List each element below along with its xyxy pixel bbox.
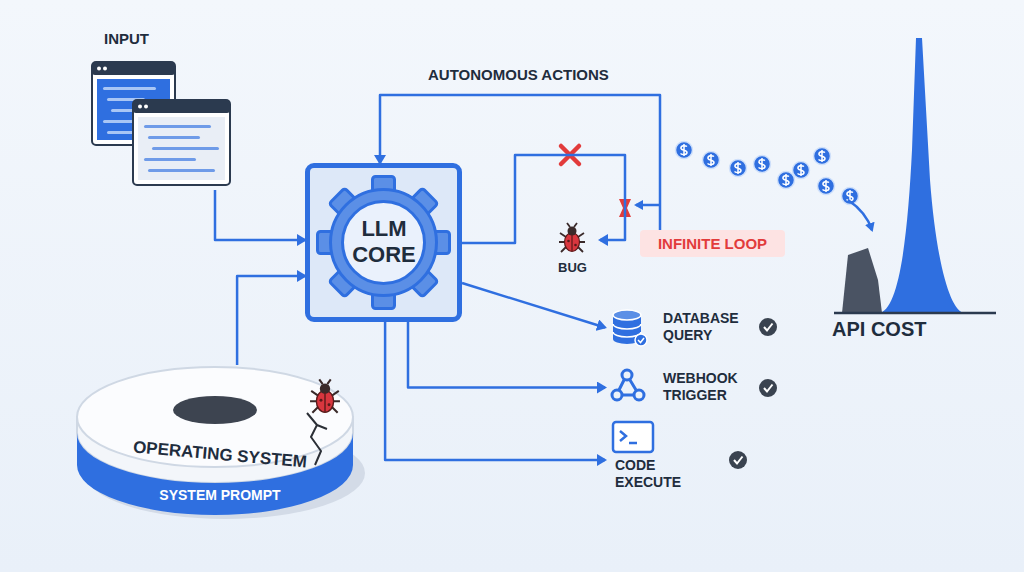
node-label: API COST: [832, 318, 926, 341]
flow-arrow: [462, 155, 625, 243]
success-check: [729, 451, 747, 469]
flow-arrow: [462, 283, 605, 328]
node-label: WEBHOOK TRIGGER: [663, 370, 758, 404]
dollar-coin: [676, 142, 693, 159]
loop-return-arrow: [636, 204, 660, 207]
disk-hole: [173, 396, 257, 424]
flow-arrow: [385, 322, 605, 460]
node-label: INFINITE LOOP: [640, 230, 785, 257]
webhook-action: WEBHOOK TRIGGER: [605, 365, 785, 410]
api-cost-chart-art: [830, 30, 1000, 350]
node-label: SYSTEM PROMPT: [135, 487, 305, 503]
money-flow: [676, 142, 873, 231]
dollar-coin: [818, 178, 835, 195]
loop-alert: INFINITE LOOP: [640, 230, 785, 257]
os-disk: OPERATING SYSTEMSYSTEM PROMPT: [75, 365, 355, 520]
error-cross: [561, 146, 579, 164]
node-label: CODE EXECUTE: [615, 457, 705, 491]
loop-break-marker: [619, 199, 631, 217]
crack: [307, 413, 327, 465]
gear-icon: [318, 177, 450, 309]
dollar-coins: [676, 142, 859, 205]
error-x: [561, 146, 579, 164]
code-action: CODE EXECUTE: [605, 420, 755, 495]
dollar-coin: [814, 148, 831, 165]
node-label: LLM CORE: [344, 216, 424, 268]
node-label: INPUT: [104, 30, 149, 47]
dollar-coin: [730, 160, 747, 177]
success-check: [759, 379, 777, 397]
chart-baseline: [834, 312, 996, 315]
input-windows-art: [90, 30, 235, 190]
dollar-coin: [793, 162, 810, 179]
cost-spike: [878, 38, 965, 313]
flow-arrow: [215, 190, 305, 240]
flow-arrow: [237, 276, 305, 365]
dollar-coin: [703, 152, 720, 169]
api-cost-chart: API COST: [830, 30, 1000, 350]
input-windows: INPUT: [90, 30, 235, 190]
bug-node: BUG: [545, 222, 600, 282]
cost-bar: [842, 248, 882, 313]
edge-label: AUTONOMOUS ACTIONS: [428, 66, 609, 83]
node-label: DATABASE QUERY: [663, 310, 758, 344]
bug-icon: [310, 379, 340, 412]
database-action: DATABASE QUERY: [605, 305, 785, 350]
flow-arrow: [408, 322, 605, 388]
bug-icon: [559, 223, 585, 252]
node-label: BUG: [545, 260, 600, 275]
dollar-coin: [754, 156, 771, 173]
success-check: [759, 318, 777, 336]
dollar-coin: [778, 172, 795, 189]
llm-core-box: LLM CORE: [305, 163, 462, 322]
terminal-icon: [613, 422, 653, 452]
cost-arrow: [848, 200, 872, 230]
webhook-icon: [612, 370, 644, 400]
